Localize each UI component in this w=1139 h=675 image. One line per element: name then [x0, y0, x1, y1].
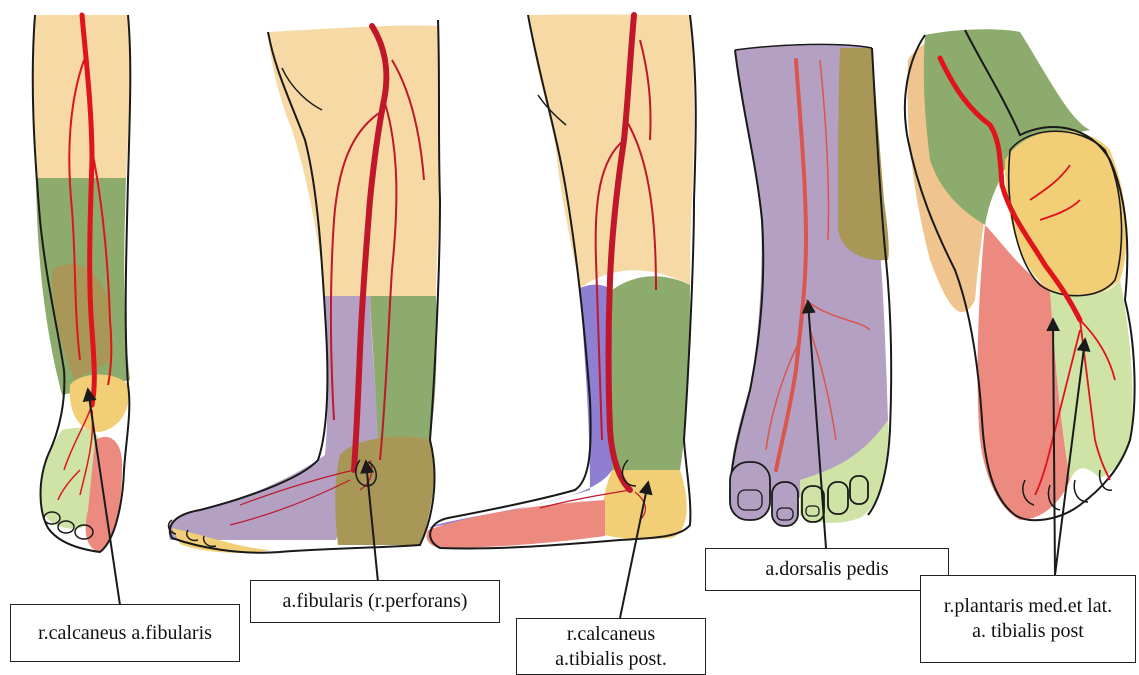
label-calcaneus-fibularis: r.calcaneus a.fibularis	[10, 604, 240, 662]
leg-lateral-view	[169, 20, 440, 553]
leg2-green-region	[370, 296, 437, 440]
leg-medial-view	[427, 15, 696, 549]
leg3-green-region	[612, 276, 690, 470]
leg2-skin-region	[268, 25, 440, 296]
label-plantaris: r.plantaris med.et lat. a. tibialis post	[920, 575, 1136, 663]
label-dorsalis-pedis: a.dorsalis pedis	[705, 548, 949, 591]
leg1-calcaneus-yellow-region	[70, 374, 129, 432]
label-plantaris-line1: r.plantaris med.et lat.	[944, 594, 1112, 619]
leg1-skin-region	[33, 15, 130, 180]
leg-posterior-view	[33, 15, 131, 552]
label-fibularis-perforans: a.fibularis (r.perforans)	[250, 580, 500, 623]
foot-dorsal-view	[730, 44, 891, 526]
label-calcaneus-tibialis-line1: r.calcaneus	[567, 622, 655, 647]
leg3-pink-sole-region	[427, 500, 606, 548]
leg4-olive-region	[838, 48, 889, 260]
label-dorsalis-pedis-text: a.dorsalis pedis	[765, 557, 888, 582]
leg3-blue-purple-region	[428, 285, 612, 528]
leg2-olive-heel-region	[335, 436, 434, 545]
foot-plantar-view	[905, 29, 1135, 520]
label-fibularis-perforans-text: a.fibularis (r.perforans)	[283, 589, 468, 614]
label-calcaneus-tibialis: r.calcaneus a.tibialis post.	[516, 618, 706, 675]
label-calcaneus-fibularis-text: r.calcaneus a.fibularis	[38, 621, 212, 646]
label-calcaneus-tibialis-line2: a.tibialis post.	[555, 647, 667, 672]
label-plantaris-line2: a. tibialis post	[972, 619, 1084, 644]
